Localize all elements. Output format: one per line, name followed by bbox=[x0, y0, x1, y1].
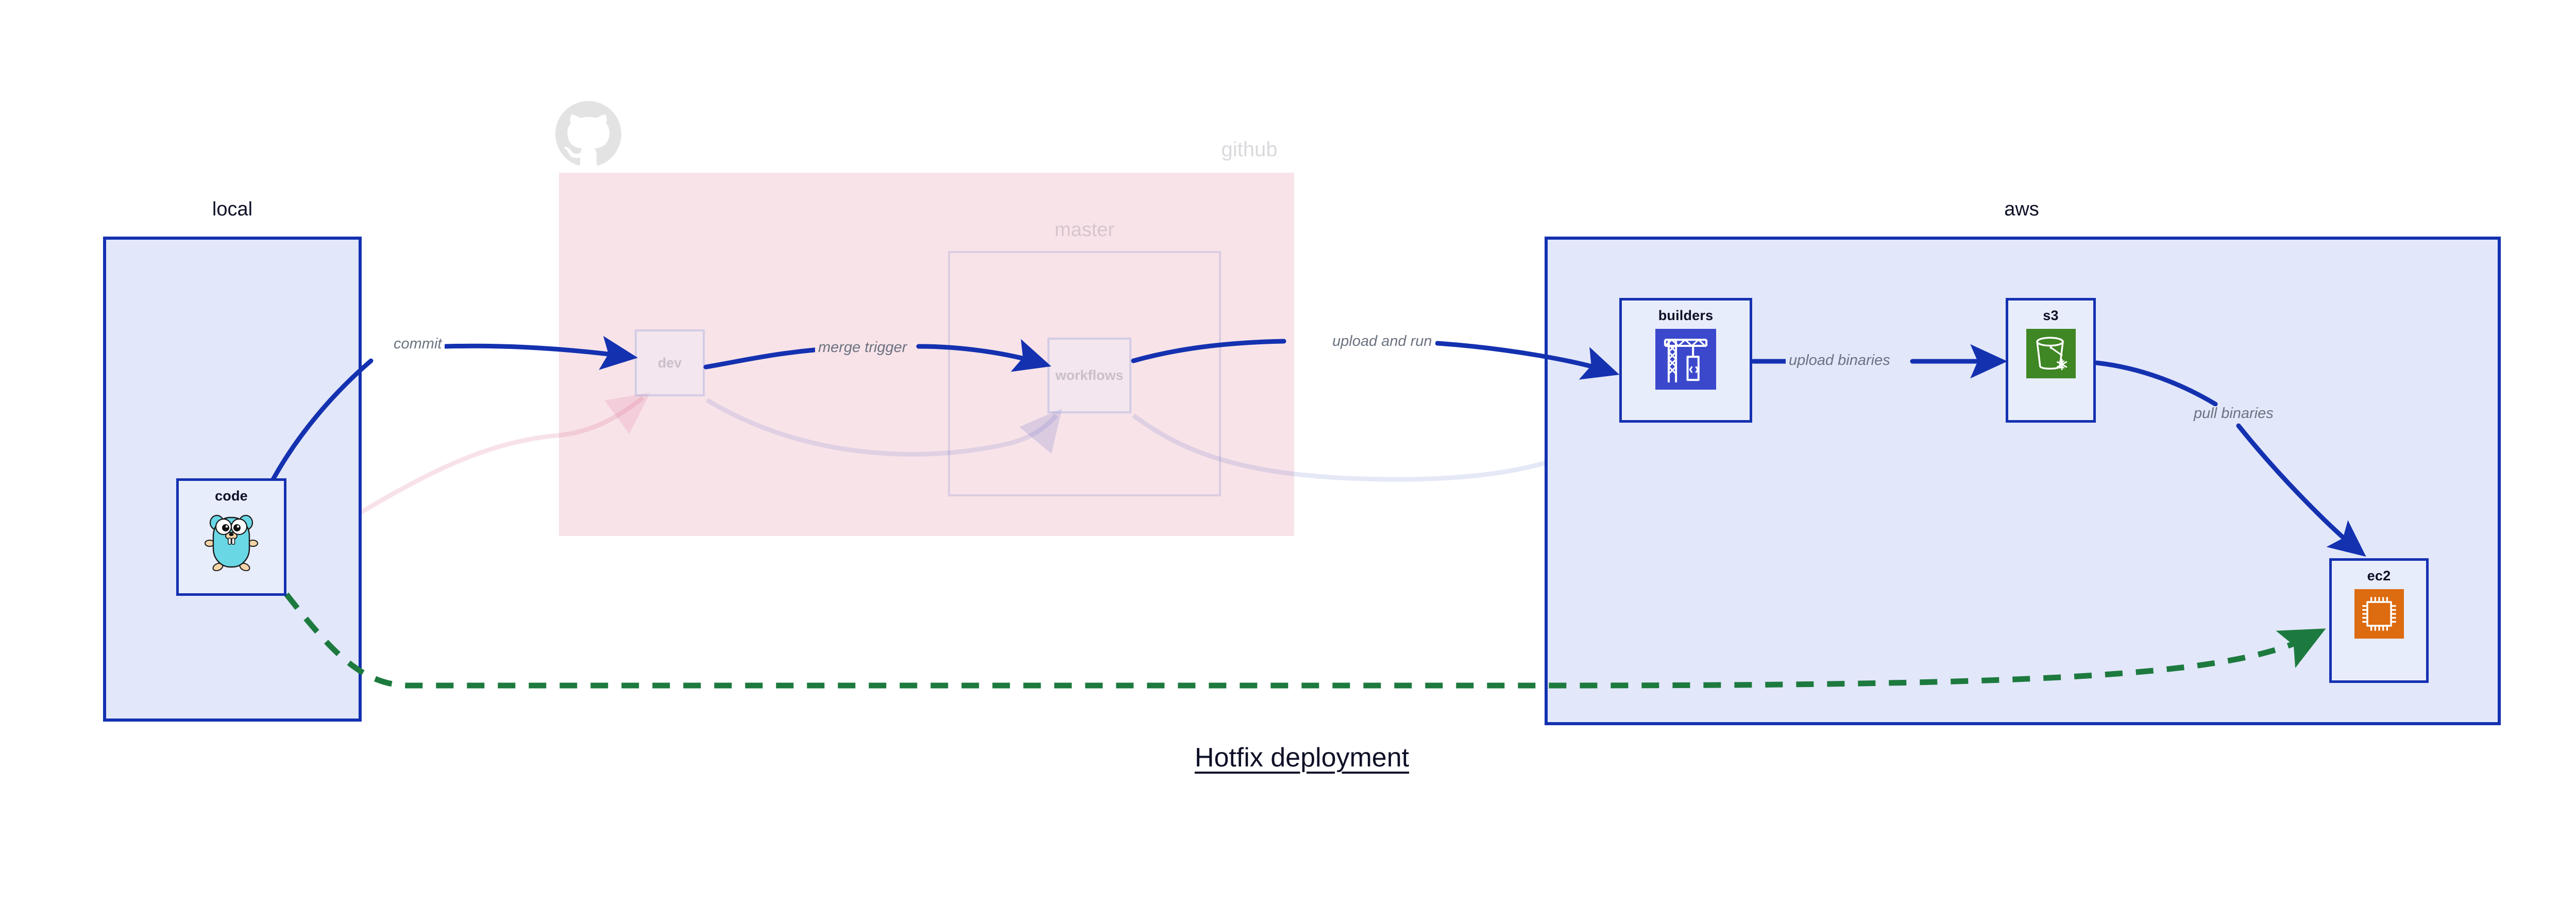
edge-commit-seg2 bbox=[443, 336, 638, 370]
diagram-title: Hotfix deployment bbox=[1194, 743, 1410, 773]
node-ec2-label: ec2 bbox=[2367, 568, 2391, 583]
edge-pull-binaries-seg2 bbox=[2236, 423, 2366, 557]
cluster-github bbox=[559, 173, 1294, 536]
edge-pull-binaries-seg1 bbox=[2094, 360, 2218, 407]
cluster-github-title: github bbox=[1221, 138, 1278, 161]
node-dev[interactable]: dev bbox=[635, 329, 705, 396]
node-builders-label: builders bbox=[1658, 308, 1714, 323]
node-code-label: code bbox=[215, 488, 248, 504]
edge-upload-and-run-seg2 bbox=[1435, 341, 1620, 380]
edge-merge-trigger-seg2 bbox=[916, 339, 1052, 372]
aws-codebuild-crane-icon bbox=[1655, 329, 1716, 390]
edge-label-pull-binaries: pull binaries bbox=[2191, 406, 2277, 421]
cluster-local-title: local bbox=[212, 198, 253, 220]
edge-hotfix-direct bbox=[284, 592, 2326, 689]
edge-dev-to-workflows-dim bbox=[705, 398, 1062, 457]
aws-ec2-chip-icon bbox=[2354, 589, 2404, 639]
edge-label-upload-and-run: upload and run bbox=[1329, 334, 1435, 349]
node-ec2[interactable]: ec2 bbox=[2329, 558, 2429, 683]
edge-merge-trigger-seg1 bbox=[703, 347, 822, 370]
edge-label-commit: commit bbox=[391, 337, 445, 352]
node-workflows-label: workflows bbox=[1055, 368, 1124, 383]
go-gopher-icon bbox=[205, 514, 258, 571]
github-octocat-icon bbox=[555, 101, 621, 165]
node-s3[interactable]: s3 bbox=[2006, 298, 2096, 423]
edge-label-merge-trigger: merge trigger bbox=[815, 340, 910, 355]
cluster-master bbox=[948, 251, 1221, 496]
edge-label-upload-binaries: upload binaries bbox=[1786, 353, 1893, 368]
cluster-master-title: master bbox=[1054, 219, 1115, 241]
edge-commit-seg1 bbox=[270, 358, 374, 482]
aws-s3-bucket-icon bbox=[2026, 329, 2076, 378]
node-code[interactable]: code bbox=[176, 478, 286, 596]
node-builders[interactable]: builders bbox=[1619, 298, 1752, 423]
node-dev-label: dev bbox=[657, 355, 682, 371]
node-s3-label: s3 bbox=[2043, 308, 2059, 323]
edge-upload-and-run-seg1 bbox=[1131, 339, 1286, 363]
cluster-aws-title: aws bbox=[2004, 198, 2039, 220]
node-workflows[interactable]: workflows bbox=[1047, 338, 1131, 413]
